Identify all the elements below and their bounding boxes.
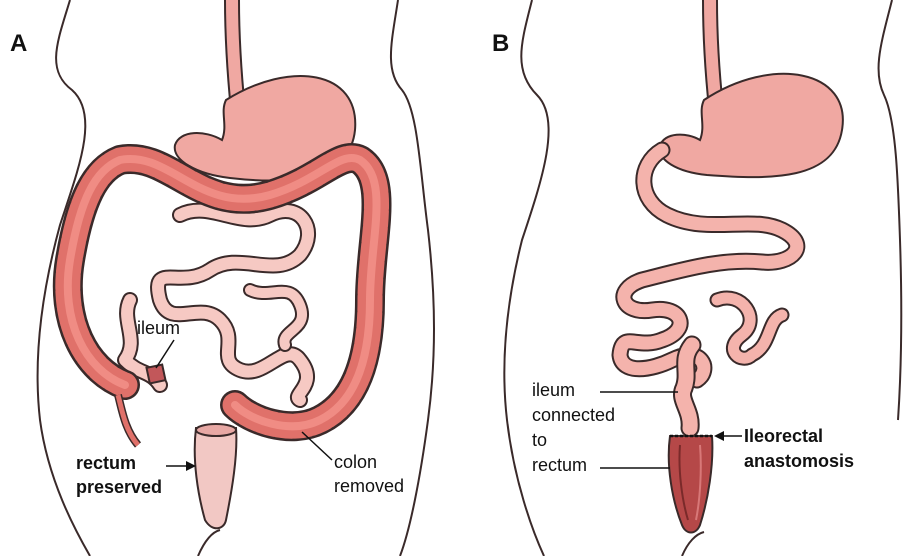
ileum-connected-label-line1: ileum — [532, 380, 575, 401]
colon — [68, 158, 377, 426]
panel-a-illustration — [0, 0, 452, 556]
panel-a: A ileum rectum preserved colon removed — [0, 0, 452, 556]
anastomosis-arrowhead — [714, 431, 724, 441]
panel-b: B ileum connected to rectum Ileorectal a… — [452, 0, 904, 556]
panel-b-letter: B — [492, 30, 509, 58]
rectum — [669, 436, 713, 533]
rectum-label-line1: rectum — [76, 453, 136, 474]
crotch-outline — [198, 530, 220, 556]
rectum-preserved — [195, 428, 237, 528]
ileum-connected-label-line3: to — [532, 430, 547, 451]
panel-a-letter: A — [10, 30, 27, 58]
torso-right-outline — [879, 0, 902, 420]
ileum-label: ileum — [137, 318, 180, 339]
torso-right-outline — [391, 0, 434, 556]
colon-label-line1: colon — [334, 452, 377, 473]
small-intestine — [620, 150, 797, 428]
rectum-label-line2: preserved — [76, 477, 162, 498]
crotch-outline — [682, 532, 704, 556]
anastomosis-label-line2: anastomosis — [744, 451, 854, 472]
ileum-connected-label-line2: connected — [532, 405, 615, 426]
colon-label-line2: removed — [334, 476, 404, 497]
ileum-connected-label-line4: rectum — [532, 455, 587, 476]
ileum-leader — [156, 340, 174, 368]
stomach — [660, 74, 843, 177]
panel-b-illustration — [452, 0, 904, 556]
anastomosis-label-line1: Ileorectal — [744, 426, 823, 447]
rectum-opening — [196, 424, 236, 436]
